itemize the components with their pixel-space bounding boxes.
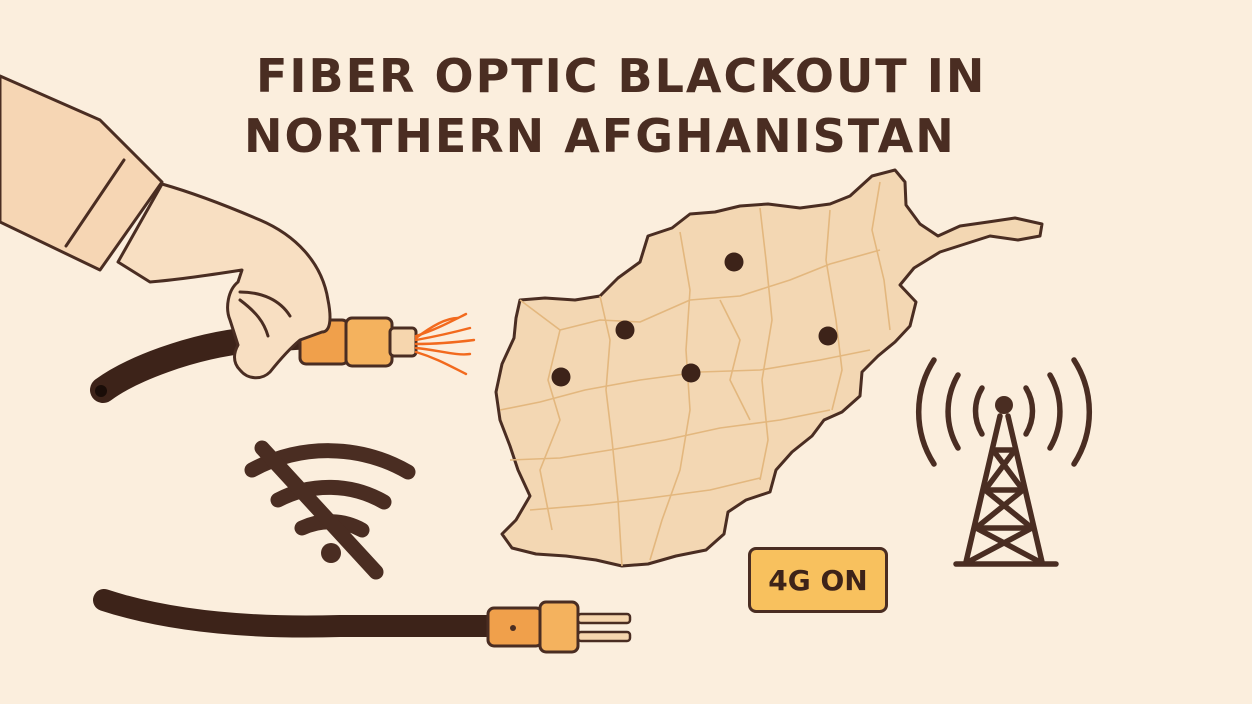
hand <box>116 182 332 380</box>
city-marker-3 <box>818 326 838 346</box>
city-marker-5 <box>681 363 701 383</box>
province-borders <box>499 181 891 567</box>
afghanistan-map <box>494 168 1044 568</box>
plugged-cable-icon <box>93 589 632 654</box>
city-marker-2 <box>615 320 635 340</box>
status-badge-4g: 4G ON <box>748 547 888 613</box>
frayed-fibers <box>414 312 476 376</box>
hand-holding-cable-icon <box>0 74 332 380</box>
headline-line-2: NORTHERN AFGHANISTAN <box>244 109 956 163</box>
headline: FIBER OPTIC BLACKOUT IN NORTHERN AFGHANI… <box>230 46 1030 166</box>
cell-tower-icon <box>915 357 1093 567</box>
wifi-off-icon <box>244 440 416 580</box>
city-marker-1 <box>724 252 744 272</box>
sleeve <box>0 74 164 272</box>
city-marker-4 <box>551 367 571 387</box>
headline-line-1: FIBER OPTIC BLACKOUT IN <box>256 49 987 103</box>
